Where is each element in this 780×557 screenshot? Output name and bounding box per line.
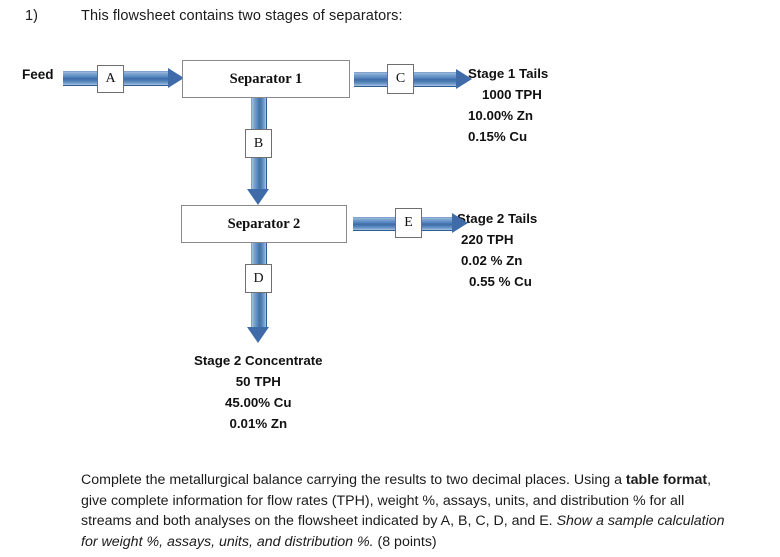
arrow-shaft — [251, 291, 267, 328]
stage2-concentrate-rate: 50 TPH — [235, 374, 281, 389]
arrow-head — [247, 189, 269, 205]
arrow-shaft — [354, 72, 389, 87]
instructions-points: (8 points) — [373, 533, 437, 550]
arrow-head — [456, 68, 472, 89]
stage2-concentrate-cu: 45.00% Cu — [225, 395, 292, 410]
arrow-e-to-stage2-tails — [420, 213, 468, 233]
stage1-tails-zn: 10.00% Zn — [468, 108, 534, 123]
arrow-head — [452, 213, 468, 233]
feed-label: Feed — [22, 67, 54, 82]
stream-box-e[interactable]: E — [395, 208, 422, 238]
stream-box-c[interactable]: C — [387, 64, 414, 94]
stage1-tails-cu: 0.15% Cu — [468, 129, 528, 144]
arrow-head — [168, 67, 184, 88]
separator-1-box[interactable]: Separator 1 — [182, 60, 350, 98]
arrow-b-to-separator2 — [247, 156, 269, 205]
stage1-tails-label: Stage 1 Tails 1000 TPH 10.00% Zn 0.15% C… — [468, 63, 548, 147]
arrow-d-to-stage2-concentrate — [247, 291, 269, 343]
stage2-tails-rate: 220 TPH — [461, 232, 514, 247]
stage2-concentrate-label: Stage 2 Concentrate 50 TPH 45.00% Cu 0.0… — [194, 350, 323, 434]
stage1-tails-title: Stage 1 Tails — [468, 66, 549, 81]
arrow-c-to-stage1-tails — [412, 68, 472, 89]
arrow-shaft — [420, 217, 453, 231]
stream-box-d[interactable]: D — [245, 264, 272, 293]
question-instructions: Complete the metallurgical balance carry… — [81, 470, 731, 552]
arrow-shaft — [353, 217, 396, 231]
stage2-tails-cu: 0.55 % Cu — [469, 274, 532, 289]
arrow-feed-to-a — [63, 71, 99, 86]
question-prompt: This flowsheet contains two stages of se… — [81, 8, 403, 24]
stage2-tails-label: Stage 2 Tails 220 TPH 0.02 % Zn 0.55 % C… — [457, 208, 537, 292]
arrow-separator1-to-c — [354, 72, 389, 87]
stage2-concentrate-zn: 0.01% Zn — [229, 416, 288, 431]
arrow-shaft — [63, 71, 99, 86]
arrow-separator2-to-d — [251, 243, 267, 266]
instructions-part1: Complete the metallurgical balance carry… — [81, 472, 626, 488]
stream-box-a[interactable]: A — [97, 65, 124, 93]
stage1-tails-rate: 1000 TPH — [482, 87, 542, 102]
arrow-shaft — [122, 71, 168, 86]
stage2-concentrate-title: Stage 2 Concentrate — [194, 353, 323, 368]
arrow-separator1-to-b — [251, 98, 267, 131]
separator-2-box[interactable]: Separator 2 — [181, 205, 347, 243]
stage2-tails-zn: 0.02 % Zn — [461, 253, 523, 268]
question-number: 1) — [25, 8, 39, 24]
arrow-shaft — [412, 72, 457, 87]
arrow-separator2-to-e — [353, 217, 396, 231]
instructions-italic-sample-calc: Show a sample calculation for weight %, … — [81, 513, 725, 550]
flowsheet-diagram: Feed — [22, 60, 548, 434]
arrow-a-to-separator1 — [122, 67, 184, 88]
arrow-shaft — [251, 243, 267, 266]
arrow-shaft — [251, 156, 267, 190]
arrow-shaft — [251, 98, 267, 131]
stream-box-b[interactable]: B — [245, 129, 272, 158]
stage2-tails-title: Stage 2 Tails — [457, 211, 538, 226]
instructions-part2: , give complete information for flow rat… — [81, 472, 712, 529]
instructions-bold-table-format: table format — [625, 472, 708, 488]
arrow-head — [247, 327, 269, 343]
